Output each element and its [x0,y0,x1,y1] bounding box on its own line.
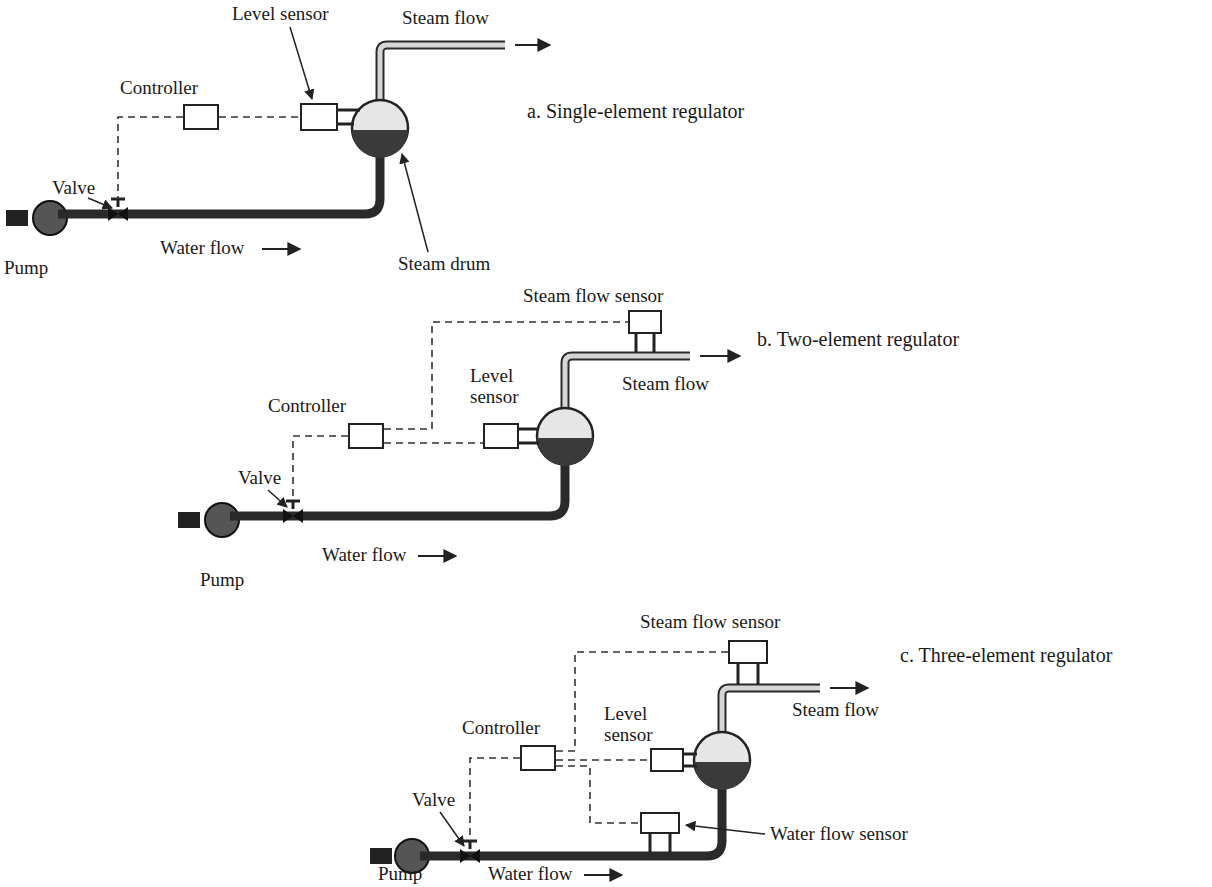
sensor-stem [738,664,758,684]
level-tap [519,442,539,445]
leader-line [268,490,287,507]
signal-connector [384,442,483,444]
valve-symbol [460,849,480,863]
pump-inlet [370,848,392,864]
valve-stem [286,501,300,509]
pump-inlet [6,210,28,226]
node-label: Controller [120,78,198,99]
signal-connector [556,759,650,761]
flow-label: Steam flow [402,8,489,29]
level-sensor-box: Level sensor [650,748,684,772]
signal-line [470,758,520,841]
drum-water [537,438,593,466]
flow-arrow [262,248,300,250]
sensor-stem [636,334,654,352]
level-sensor-box: Level sensor [483,423,519,449]
part-label: Pump [4,258,48,279]
node-label: Level sensor [604,704,666,746]
part-label: Valve [52,178,95,199]
level-tap [519,428,539,431]
signal-line [118,117,183,199]
signal-connector [556,652,728,751]
flow-label: Water flow [322,545,406,566]
water-pipe [420,788,722,856]
part-label: Steam drum [398,254,490,275]
flow-arrow [830,687,868,689]
steam-pipe-core [380,45,505,100]
leader-line [686,825,765,834]
flow-label: Water flow [160,238,244,259]
node-label: Level sensor [470,366,536,408]
flow-label: Steam flow [792,700,879,721]
pump-inlet [178,512,200,528]
flow-label: Water flow [488,864,572,885]
flow-arrow [700,355,740,357]
water-pipe [230,464,565,516]
drum-water [694,762,750,790]
water-flow-sensor-box: Water flow sensor [640,812,680,834]
flow-arrow [418,555,456,557]
steam-pipe [380,45,505,100]
valve-symbol [108,207,128,221]
leader-line [88,198,112,208]
node-label: Controller [268,396,346,417]
valve-symbol [283,509,303,523]
node-label: Water flow sensor [770,824,908,845]
steam-flow-sensor-box: Steam flow sensor [628,310,662,334]
diagram-caption: c. Three-element regulator [900,644,1112,666]
flow-arrow [515,44,550,46]
diagram-caption: a. Single-element regulator [527,100,744,122]
valve-stem [111,199,125,207]
controller-box: Controller [348,423,384,449]
level-tap [684,753,697,756]
leader-line [290,27,312,99]
sensor-stem [650,834,670,852]
node-label: Steam flow sensor [523,286,663,307]
level-tap [338,123,354,126]
steam-flow-sensor-box: Steam flow sensor [728,640,768,664]
node-label: Level sensor [232,4,329,25]
leader-line [402,154,428,252]
node-label: Controller [462,718,540,739]
diagram-caption: b. Two-element regulator [757,328,959,350]
level-sensor-box: Level sensor [300,103,338,131]
node-label: Steam flow sensor [640,612,780,633]
signal-connector [219,116,300,118]
drum-water [352,130,408,158]
signal-connector [556,766,640,823]
part-label: Pump [378,864,422,885]
water-pipe [58,156,380,214]
leader-line [440,812,464,846]
part-label: Pump [200,570,244,591]
signal-line [293,436,348,501]
part-label: Valve [238,468,281,489]
level-tap [338,109,360,112]
part-label: Valve [412,790,455,811]
controller-box: Controller [520,745,556,771]
controller-box: Controller [183,104,219,130]
valve-stem [463,841,477,849]
flow-label: Steam flow [622,374,709,395]
flow-arrow [584,874,622,876]
level-tap [684,765,697,768]
signal-connector [384,322,628,429]
